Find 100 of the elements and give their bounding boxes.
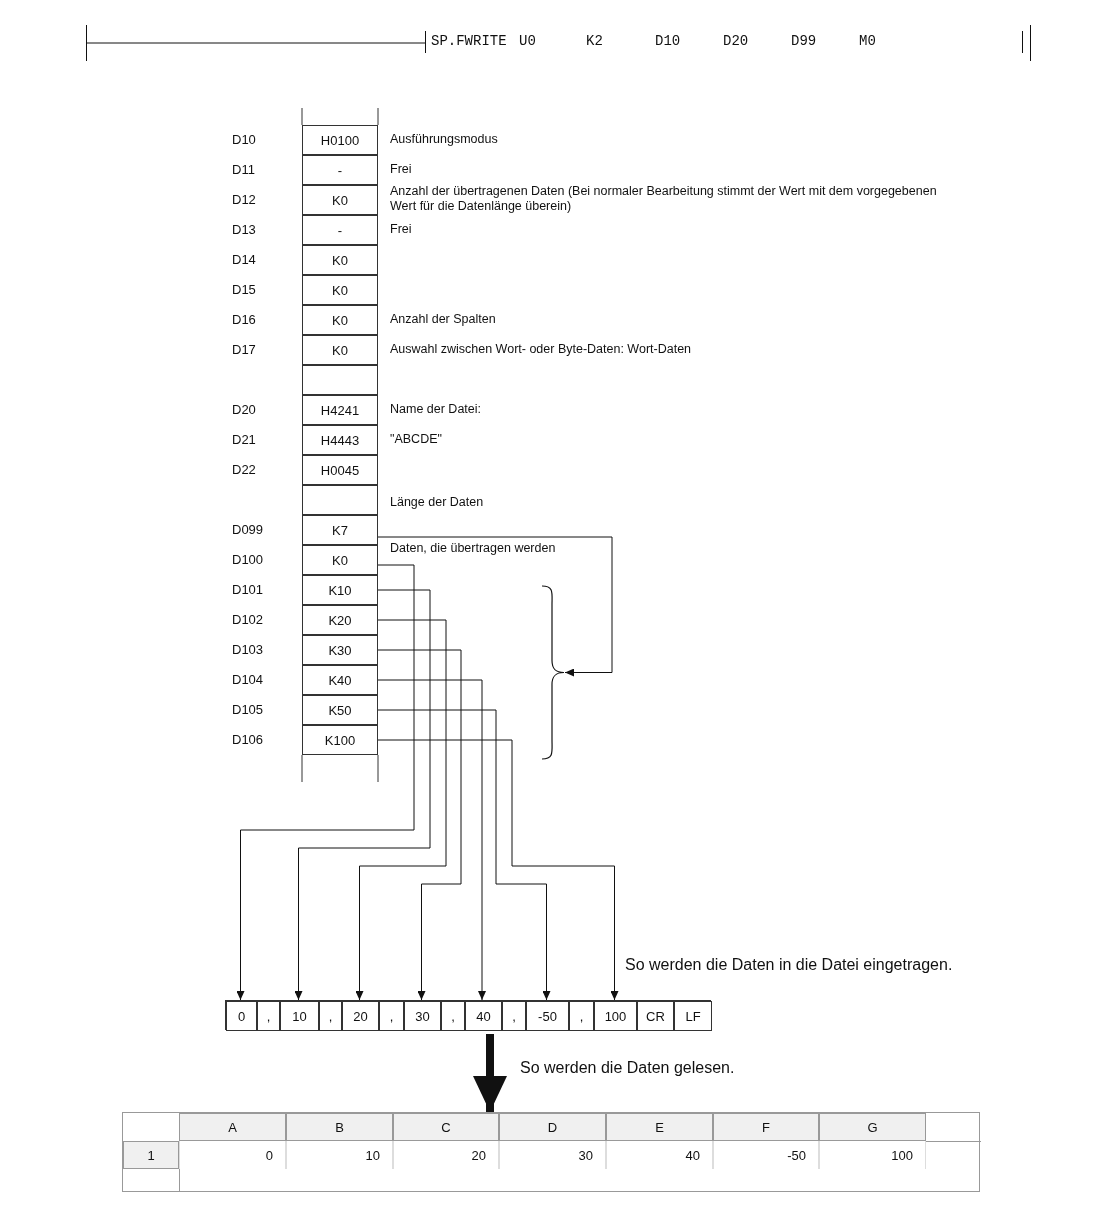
instruction-name: SP.FWRITE [431,33,507,49]
value-cell: 30 [499,1141,606,1169]
data-cell: -50 [526,1001,569,1031]
connector-line [86,42,426,44]
data-cell: 40 [465,1001,502,1031]
description-text: Frei [390,162,412,177]
column-header: G [819,1113,926,1141]
operand: K2 [586,33,603,49]
arrow [377,536,613,677]
data-cell: , [379,1001,404,1031]
operand: D20 [723,33,749,49]
memory-cell: K0 [302,335,378,365]
memory-cell: K50 [302,695,378,725]
caption-text: So werden die Daten in die Datei eingetragen. [625,955,953,974]
column-header: C [393,1113,499,1141]
value-cell: 10 [286,1141,393,1169]
description-text: Auswahl zwischen Wort- oder Byte-Daten: Wort-Daten [390,342,692,357]
register-address: D102 [232,612,264,627]
arrow [377,709,551,1001]
data-cell: 0 [226,1001,257,1031]
memory-cell: H0045 [302,455,378,485]
memory-cell: K0 [302,275,378,305]
memory-cell: K7 [302,515,378,545]
operand: D10 [655,33,681,49]
register-address: D104 [232,672,264,687]
caption-text: So werden die Daten gelesen. [520,1058,735,1077]
operand: M0 [859,33,876,49]
register-address: D103 [232,642,264,657]
register-address: D22 [232,462,256,477]
description-text: "ABCDE" [390,432,442,447]
row-header: 1 [123,1141,179,1169]
memory-cell [302,365,378,395]
arrow [355,619,447,1001]
description-text: Name der Datei: [390,402,481,417]
register-address: D21 [232,432,256,447]
memory-cell: K40 [302,665,378,695]
register-address: D12 [232,192,256,207]
data-cell: 20 [342,1001,379,1031]
memory-cell: K0 [302,545,378,575]
register-address: D14 [232,252,256,267]
arrow [294,589,431,1001]
value-cell: -50 [713,1141,819,1169]
description-text: Ausführungsmodus [390,132,498,147]
data-cell: , [569,1001,594,1031]
memory-cell: K0 [302,245,378,275]
data-cell: , [257,1001,280,1031]
data-cell: , [502,1001,526,1031]
memory-cell: - [302,155,378,185]
data-cell: LF [674,1001,712,1031]
memory-cell: K0 [302,305,378,335]
memory-cell: K100 [302,725,378,755]
data-cell: , [441,1001,465,1031]
arrow [236,564,415,1001]
instruction-box [425,31,1023,53]
column-header: A [179,1113,286,1141]
memory-cell: H0100 [302,125,378,155]
data-cell: , [319,1001,342,1031]
value-cell: 0 [179,1141,286,1169]
data-cell: CR [637,1001,674,1031]
column-header: F [713,1113,819,1141]
value-cell: 40 [606,1141,713,1169]
data-row [225,1000,711,1030]
memory-cell [302,485,378,515]
memory-cell: - [302,215,378,245]
column-header: B [286,1113,393,1141]
description-text: Anzahl der übertragenen Daten (Bei normaler Bearbeitung stimmt der Wert mit dem vorgegebenen Wert für die Datenlänge überein) [390,184,938,214]
register-address: D13 [232,222,256,237]
register-address: D15 [232,282,256,297]
data-cell: 100 [594,1001,637,1031]
register-address: D105 [232,702,264,717]
arrow [377,739,619,1001]
description-text: Frei [390,222,412,237]
memory-cell: K30 [302,635,378,665]
operand: D99 [791,33,817,49]
register-address: D16 [232,312,256,327]
memory-cell: K20 [302,605,378,635]
data-cell: 30 [404,1001,441,1031]
arrow [377,679,486,1001]
value-cell: 100 [819,1141,926,1169]
memory-cell: H4241 [302,395,378,425]
spreadsheet [122,1112,980,1192]
description-text: Länge der Daten [390,495,484,510]
operand: U0 [519,33,536,49]
description-text: Anzahl der Spalten [390,312,496,327]
register-address: D10 [232,132,256,147]
register-address: D17 [232,342,256,357]
curly-brace [540,585,566,760]
memory-cell: K0 [302,185,378,215]
register-address: D11 [232,162,255,177]
value-cell: 20 [393,1141,499,1169]
register-address: D101 [232,582,264,597]
register-address: D099 [232,522,264,537]
register-address: D100 [232,552,264,567]
data-cell: 10 [280,1001,319,1031]
description-text: Daten, die übertragen werden [390,541,556,556]
register-address: D20 [232,402,256,417]
column-header: E [606,1113,713,1141]
arrow [377,649,462,1001]
register-address: D106 [232,732,264,747]
memory-cell: K10 [302,575,378,605]
